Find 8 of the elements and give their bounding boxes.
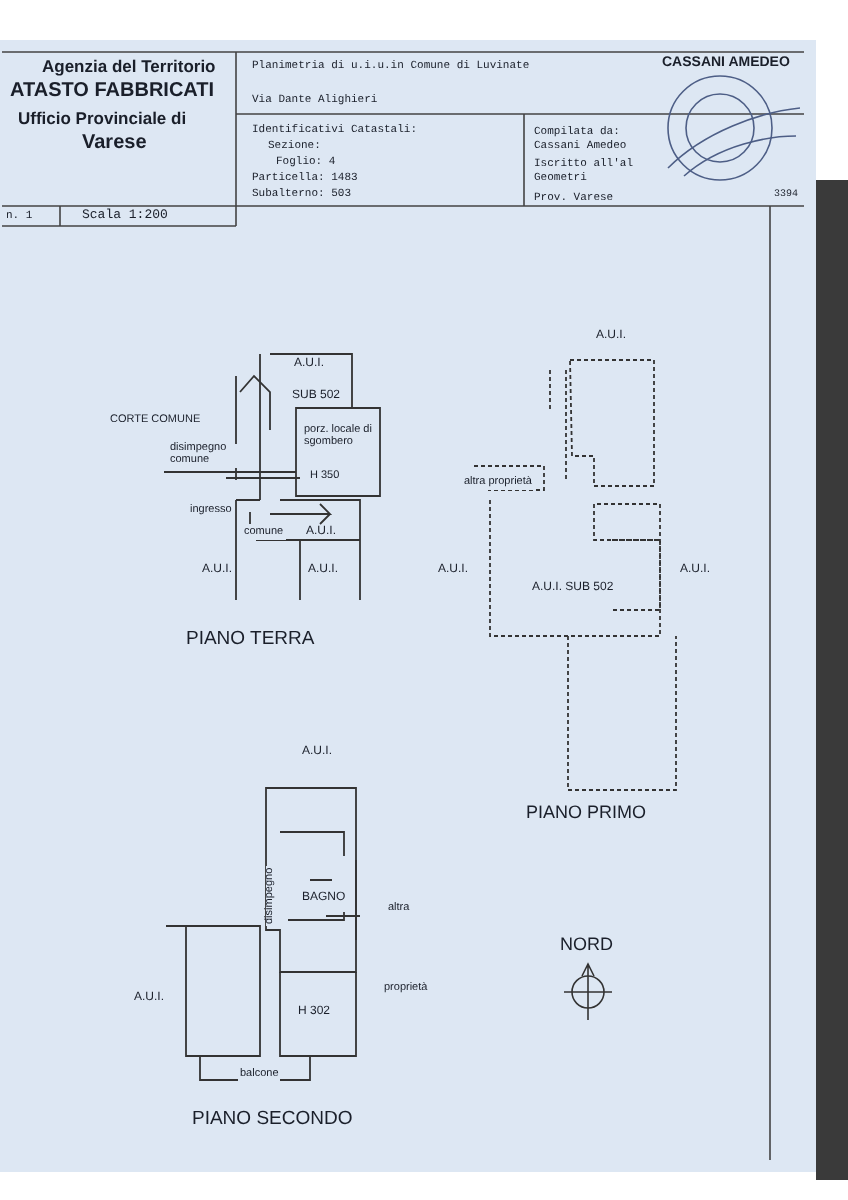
floor-title: PIANO PRIMO — [524, 804, 649, 823]
header-text: Agenzia del Territorio — [40, 58, 218, 76]
floor-title: PIANO SECONDO — [190, 1110, 355, 1130]
header-text: Varese — [80, 134, 149, 155]
header-text: ATASTO FABBRICATI — [8, 82, 217, 103]
floor-title: PIANO TERRA — [184, 630, 317, 650]
header-text: Ufficio Provinciale di — [16, 110, 189, 128]
north-label: NORD — [558, 936, 615, 955]
